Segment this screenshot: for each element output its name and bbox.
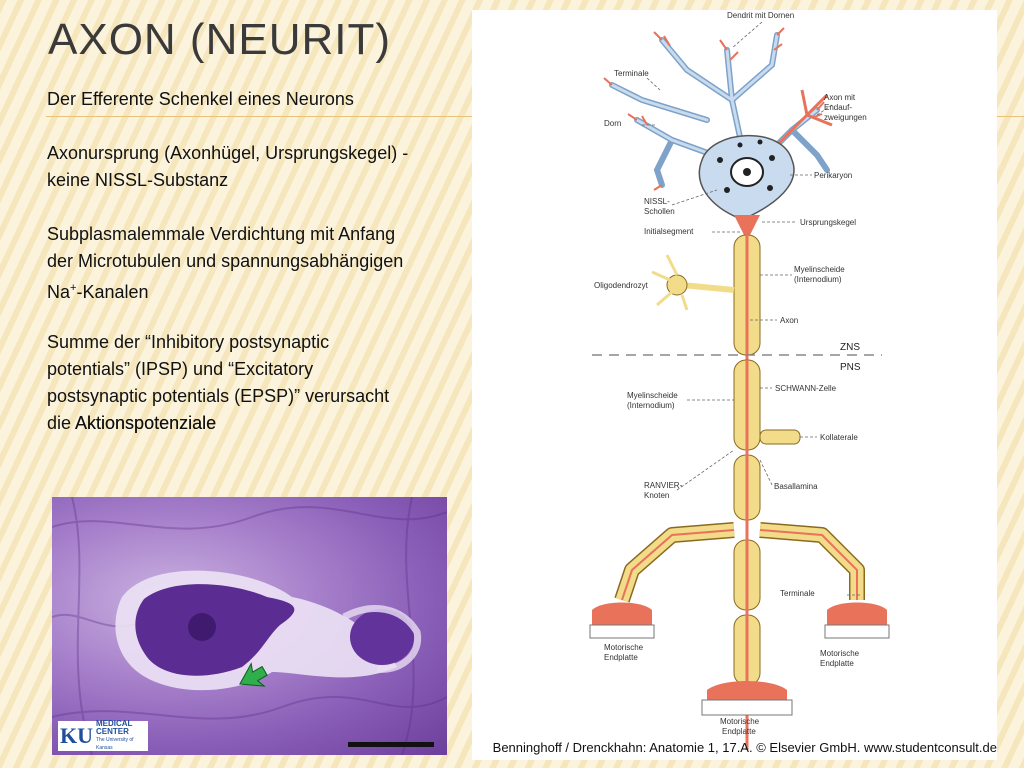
label-motor-right-2: Endplatte [820, 659, 854, 668]
label-nissl: NISSL- [644, 197, 670, 206]
neuron-diagram-art: Dendrit mit Dornen Terminale Dorn Axon m… [589, 11, 890, 750]
label-axon: Axon [780, 316, 798, 325]
label-motor-left-2: Endplatte [604, 653, 638, 662]
p2-line1: Axonursprung (Axonhügel, Ursprungskegel)… [47, 143, 409, 163]
logo-line3: The University of Kansas [96, 737, 134, 751]
slide-title: AXON (NEURIT) [48, 15, 391, 64]
p3-line2: der Microtubulen und spannungsabhängigen [47, 251, 404, 271]
scale-bar [348, 742, 434, 747]
endplate-bottom [701, 681, 793, 716]
label-schwann: SCHWANN-Zelle [775, 384, 837, 393]
label-motor-left-1: Motorische [604, 643, 644, 652]
label-zns: ZNS [840, 342, 860, 353]
p2-line2: keine NISSL-Substanz [47, 170, 229, 190]
label-ranvier2: Knoten [644, 491, 669, 500]
label-zweigungen: zweigungen [824, 113, 867, 122]
label-motor-right-1: Motorische [820, 649, 860, 658]
micrograph-art [52, 497, 447, 755]
p4-bold-term: Aktionspotenziale [75, 413, 217, 433]
label-kollaterale: Kollaterale [820, 433, 858, 442]
label-pns: PNS [840, 362, 861, 373]
paragraph-efferent: Der Efferente Schenkel eines Neurons [47, 89, 354, 109]
label-ursprungskegel: Ursprungskegel [800, 218, 856, 227]
p3-line1: Subplasmalemmale Verdichtung mit Anfang [47, 224, 396, 244]
p3-sup: + [70, 282, 77, 294]
label-endauf: Endauf- [824, 103, 852, 112]
label-terminale: Terminale [780, 589, 815, 598]
p4-line2: potentials” (IPSP) und “Excitatory [47, 359, 314, 379]
green-arrow-icon [239, 662, 268, 687]
ku-medical-center-logo: KU MEDICAL CENTER The University of Kans… [58, 719, 148, 751]
paragraph-subplasmalemmal: Subplasmalemmale Verdichtung mit Anfang … [47, 221, 477, 306]
neuron-diagram: Dendrit mit Dornen Terminale Dorn Axon m… [472, 10, 997, 760]
label-schollen: Schollen [644, 207, 675, 216]
nucleus [188, 613, 216, 641]
label-myelin2a: Myelinscheide [627, 391, 678, 400]
logo-line2: CENTER [96, 727, 129, 736]
logo-line1: MEDICAL [96, 719, 133, 728]
label-perikaryon: Perikaryon [814, 171, 852, 180]
label-dorn: Dorn [604, 119, 621, 128]
p4-line4a: die [47, 413, 76, 433]
label-myelin1b: (Internodium) [794, 275, 842, 284]
second-cell [350, 609, 414, 665]
label-motor-bottom-2: Endplatte [722, 727, 756, 736]
label-axon-mit: Axon mit [824, 93, 856, 102]
endplate-right [824, 602, 890, 639]
p4-line3: postsynaptic potentials (EPSP)” verursac… [47, 386, 390, 406]
image-credit: Benninghoff / Drenckhahn: Anatomie 1, 17… [492, 740, 997, 755]
oligodendrocyte-shape [651, 254, 735, 311]
endplate-left [589, 602, 655, 639]
paragraph-axonursprung: Axonursprung (Axonhügel, Ursprungskegel)… [47, 140, 477, 194]
p3-line3a: Na [47, 282, 71, 302]
label-oligodendrozyt: Oligodendrozyt [594, 281, 649, 290]
label-basallamina: Basallamina [774, 482, 818, 491]
label-initialsegment: Initialsegment [644, 227, 694, 236]
label-myelin1a: Myelinscheide [794, 265, 845, 274]
label-terminale-top: Terminale [614, 69, 649, 78]
paragraph-summe: Summe der “Inhibitory postsynaptic poten… [47, 329, 467, 437]
p4-line1: Summe der “Inhibitory postsynaptic [47, 332, 330, 352]
label-ranvier1: RANVIER- [644, 481, 683, 490]
label-myelin2b: (Internodium) [627, 401, 675, 410]
logo-ku: KU [60, 723, 93, 748]
label-dendrit: Dendrit mit Dornen [727, 11, 794, 20]
neuron-micrograph: KU MEDICAL CENTER The University of Kans… [52, 497, 447, 755]
p3-line3b: -Kanalen [76, 282, 149, 302]
label-motor-bottom-1: Motorische [720, 717, 760, 726]
